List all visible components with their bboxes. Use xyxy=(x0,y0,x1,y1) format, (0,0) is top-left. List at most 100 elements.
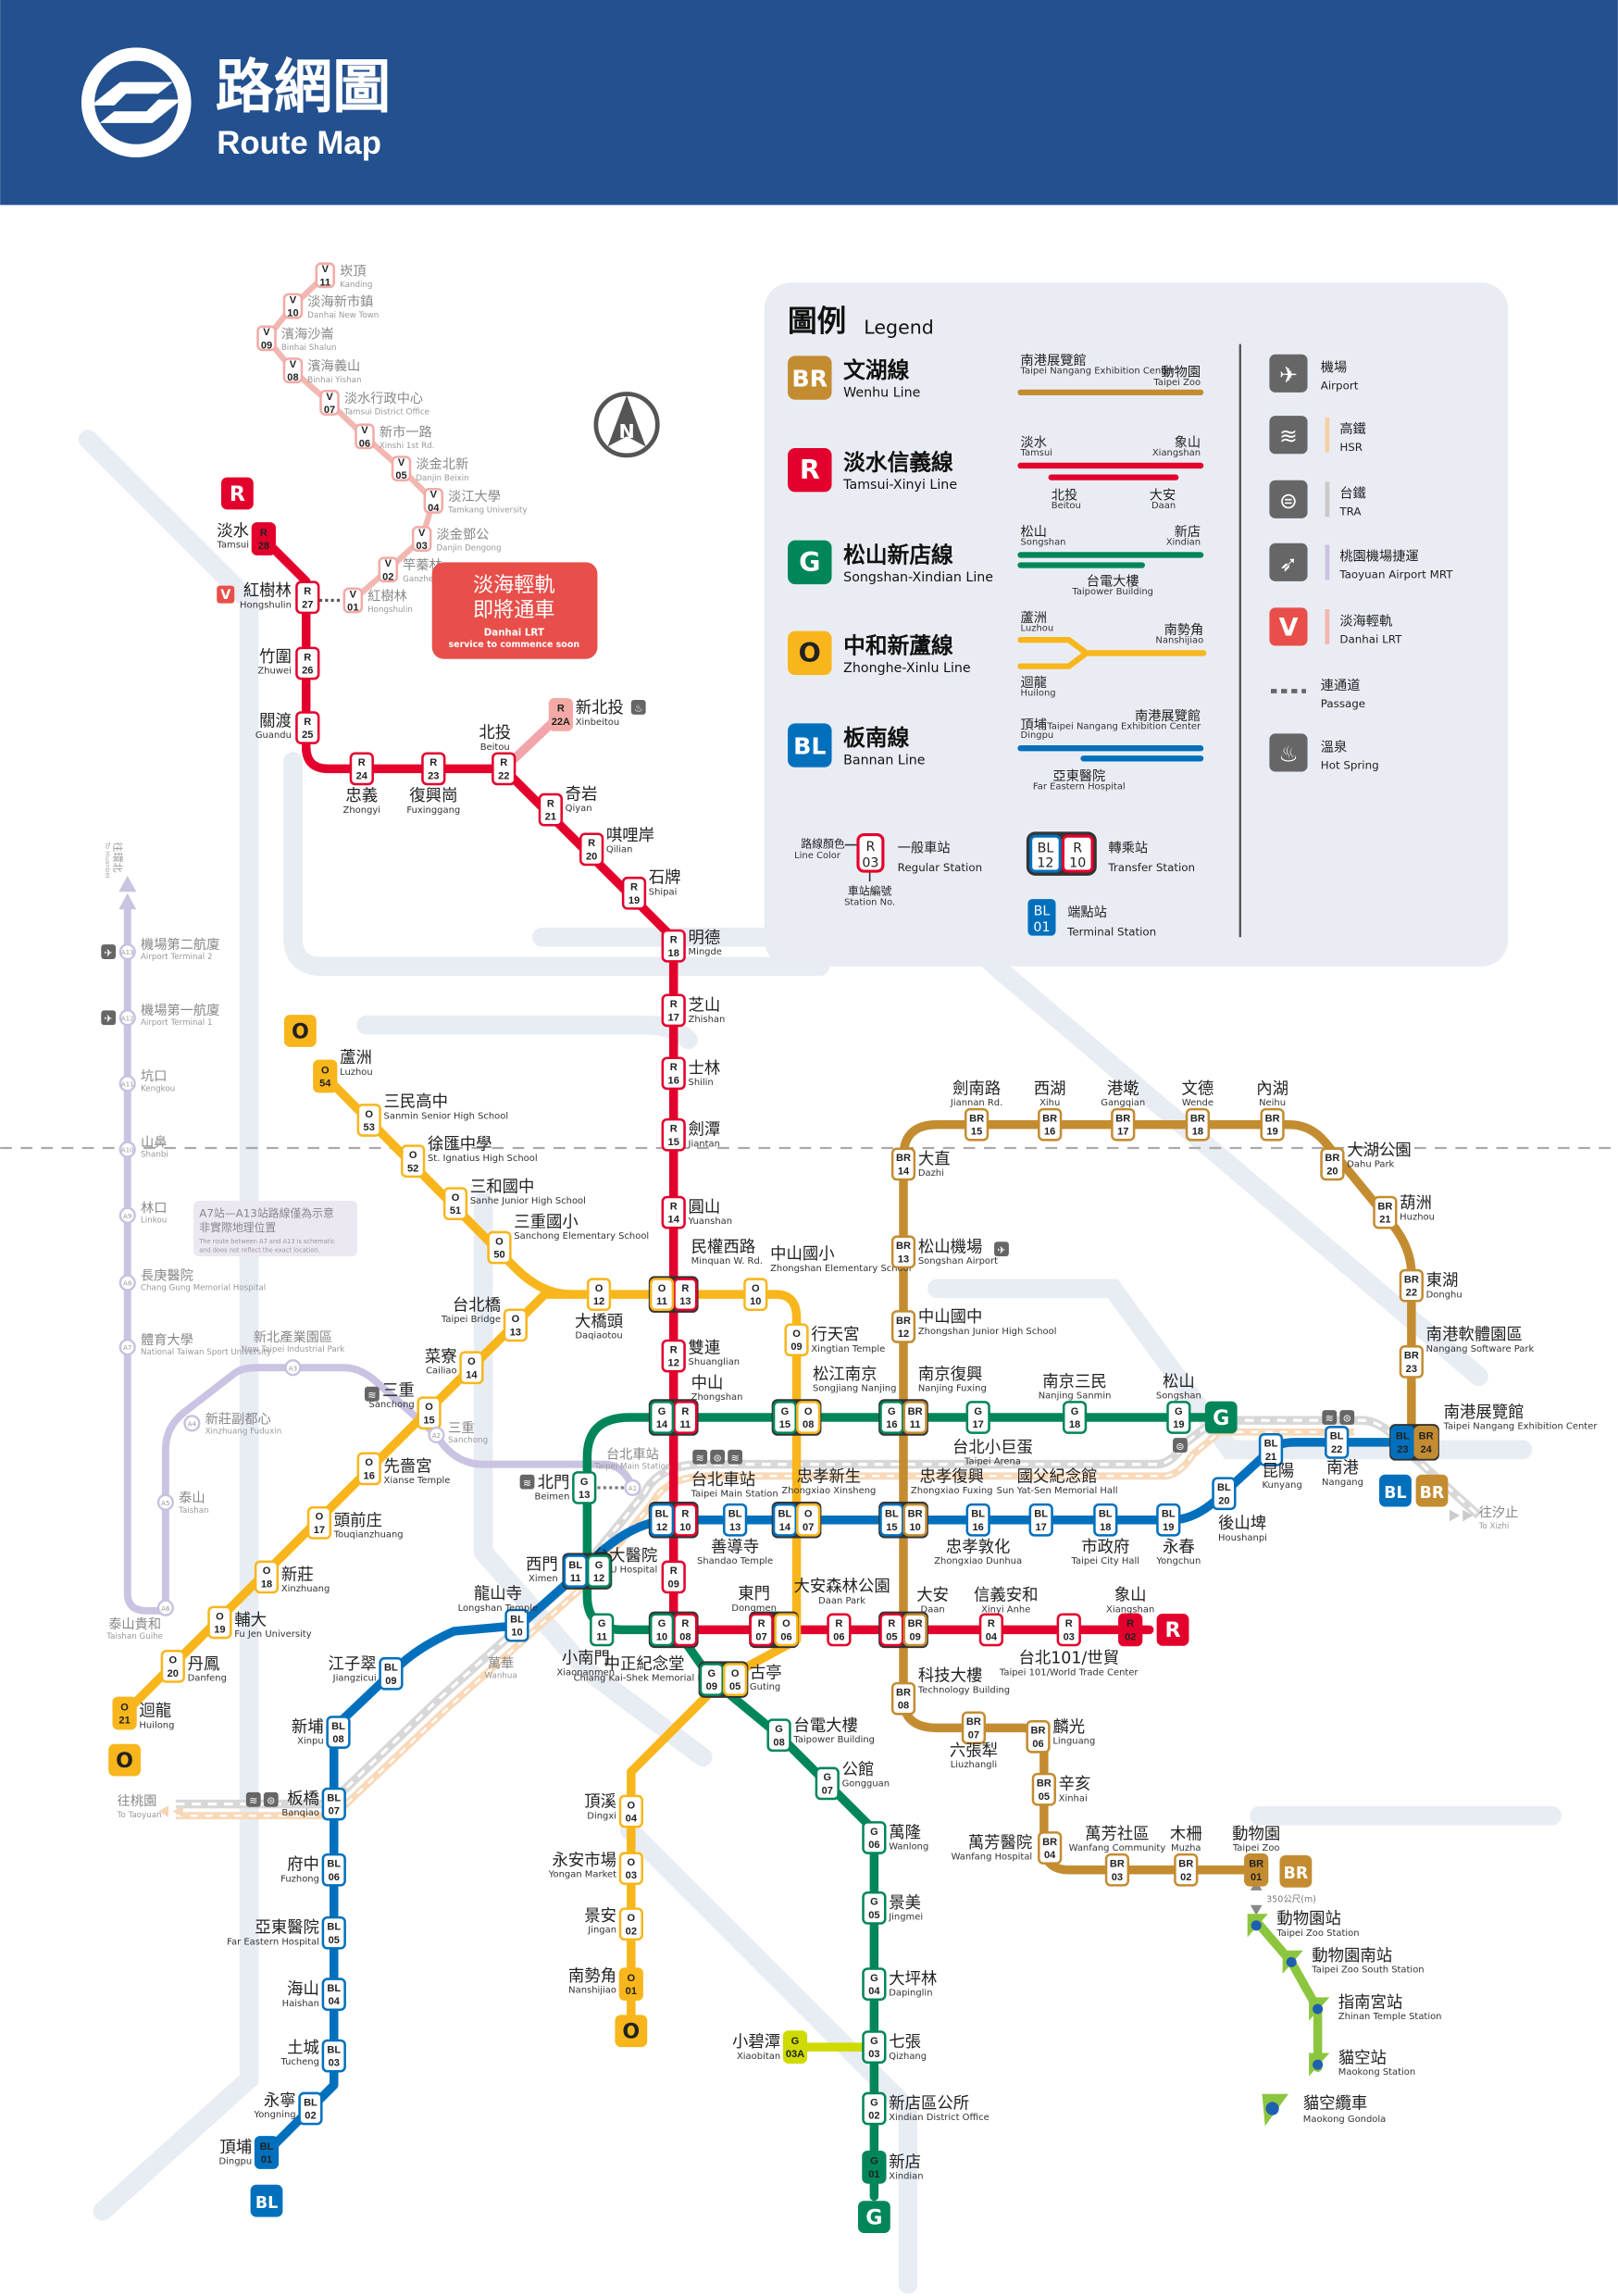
station-marker[interactable] xyxy=(548,697,574,731)
badge-box[interactable] xyxy=(1279,1854,1313,1888)
station-marker[interactable] xyxy=(118,1141,136,1158)
station-marker[interactable] xyxy=(256,325,277,352)
badge-box[interactable] xyxy=(857,2201,890,2233)
station-marker[interactable] xyxy=(423,488,444,514)
station-marker[interactable] xyxy=(661,1560,686,1594)
station-marker[interactable] xyxy=(661,993,686,1028)
station-marker[interactable] xyxy=(796,1503,821,1537)
station-marker[interactable] xyxy=(766,1718,791,1753)
line-badge-o[interactable]: O xyxy=(615,2015,648,2048)
station-o08[interactable]: O08 xyxy=(796,1401,821,1434)
station-marker[interactable] xyxy=(1390,1426,1415,1459)
station-marker[interactable] xyxy=(618,1852,643,1886)
station-marker[interactable] xyxy=(1038,1831,1063,1865)
station-o11[interactable]: O11 xyxy=(649,1278,675,1312)
station-marker[interactable] xyxy=(624,1479,641,1497)
badge-box[interactable] xyxy=(1415,1474,1449,1507)
station-marker[interactable] xyxy=(1212,1477,1237,1511)
station-marker[interactable] xyxy=(1373,1195,1398,1229)
line-badge-g[interactable]: G xyxy=(1204,1401,1238,1434)
line-badge-o[interactable]: O xyxy=(283,1015,317,1047)
station-marker[interactable] xyxy=(965,1401,990,1434)
station-marker[interactable] xyxy=(1118,1613,1143,1647)
station-marker[interactable] xyxy=(862,1821,887,1854)
station-marker[interactable] xyxy=(1056,1613,1081,1647)
station-marker[interactable] xyxy=(796,1401,821,1434)
station-marker[interactable] xyxy=(649,1503,675,1537)
station-marker[interactable] xyxy=(282,293,304,319)
station-marker[interactable] xyxy=(379,1656,404,1691)
badge-box[interactable] xyxy=(1204,1401,1238,1434)
station-marker[interactable] xyxy=(295,646,320,680)
badge-box[interactable] xyxy=(1156,1613,1189,1646)
station-marker[interactable] xyxy=(503,1308,529,1342)
station-marker[interactable] xyxy=(890,1235,916,1269)
badge-box[interactable] xyxy=(283,1015,317,1047)
station-marker[interactable] xyxy=(1258,1432,1284,1466)
line-badge-br[interactable]: BR xyxy=(1415,1474,1449,1507)
station-marker[interactable] xyxy=(306,1506,332,1540)
station-marker[interactable] xyxy=(774,1613,799,1647)
station-marker[interactable] xyxy=(673,1613,698,1647)
station-marker[interactable] xyxy=(723,1663,748,1697)
station-marker[interactable] xyxy=(902,1503,927,1537)
station-marker[interactable] xyxy=(1026,1719,1051,1753)
station-marker[interactable] xyxy=(815,1766,840,1801)
station-marker[interactable] xyxy=(411,526,432,552)
station-marker[interactable] xyxy=(207,1605,232,1640)
station-marker[interactable] xyxy=(772,1401,798,1434)
station-marker[interactable] xyxy=(579,832,604,867)
station-marker[interactable] xyxy=(784,1323,809,1357)
line-badge-r[interactable]: R xyxy=(1156,1613,1189,1646)
station-marker[interactable] xyxy=(1093,1503,1118,1537)
station-marker[interactable] xyxy=(118,1274,136,1292)
station-marker[interactable] xyxy=(160,1650,185,1683)
station-marker[interactable] xyxy=(902,1613,927,1647)
station-marker[interactable] xyxy=(401,1144,426,1179)
station-marker[interactable] xyxy=(1104,1853,1130,1887)
station-marker[interactable] xyxy=(504,1608,529,1642)
line-badge-g[interactable]: G xyxy=(857,2201,890,2233)
station-o06[interactable]: O06 xyxy=(774,1613,799,1647)
